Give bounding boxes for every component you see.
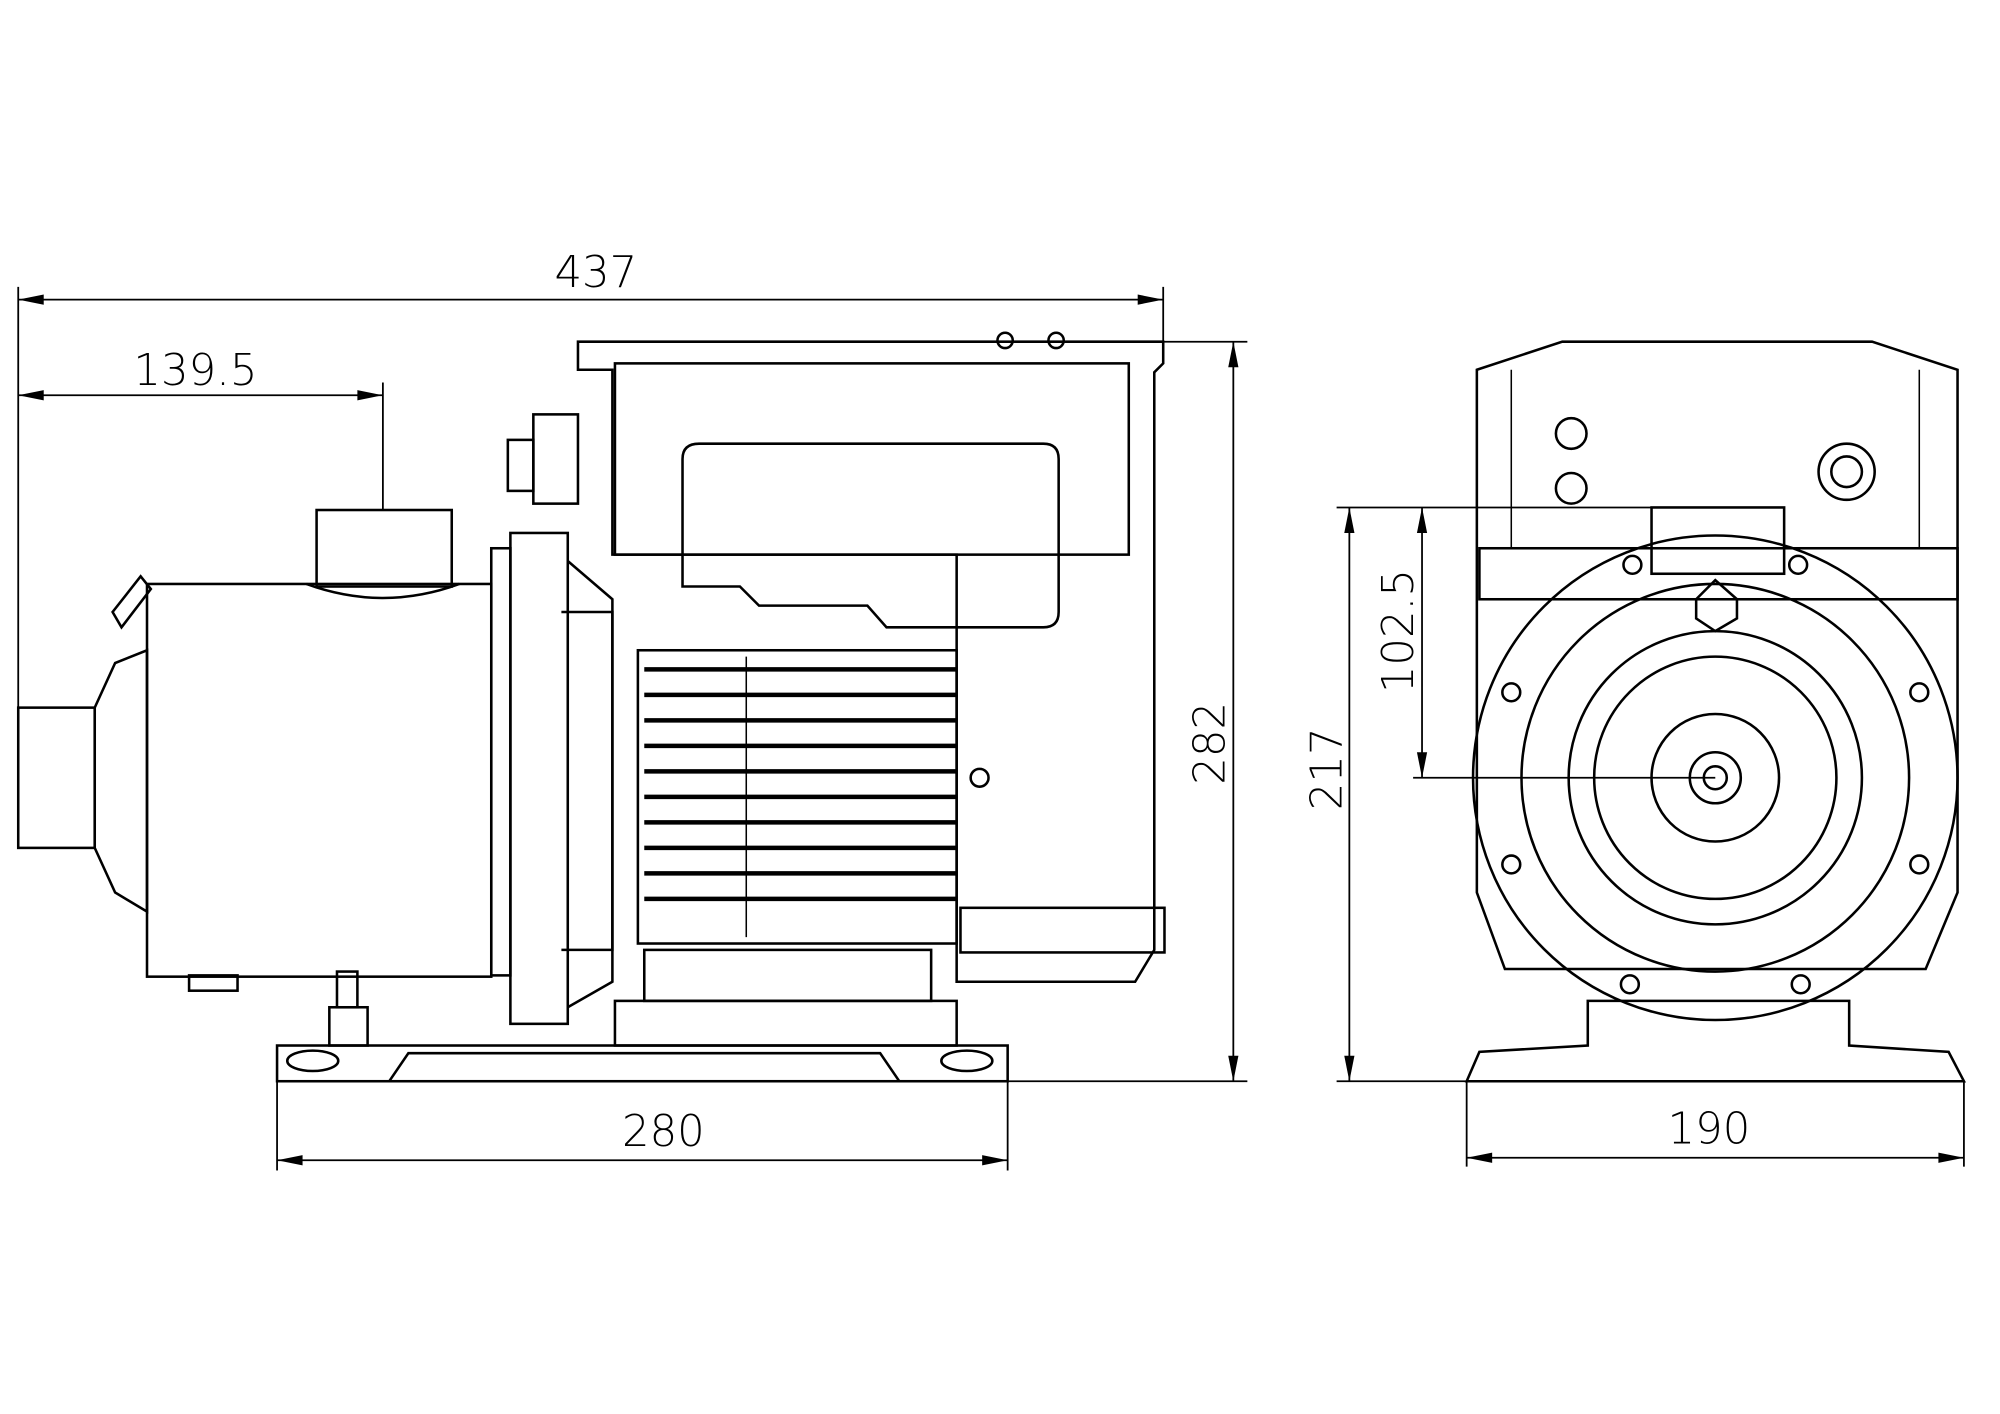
- dim-overall-length: 437: [554, 248, 637, 298]
- dim-base-width: 190: [1668, 1105, 1751, 1155]
- cooling-fins: [644, 656, 957, 938]
- flange-bolts: [1501, 554, 1930, 995]
- dim-overall-height: 282: [1185, 702, 1235, 785]
- front-view: [1464, 340, 1967, 1083]
- dimensions: 437 139.5 282 280 217 102.5 190: [17, 248, 1965, 1171]
- dim-shaft-height: 217: [1303, 727, 1353, 810]
- dim-top-to-shaft: 102.5: [1374, 569, 1424, 693]
- dim-inlet-offset: 139.5: [133, 346, 257, 396]
- side-view: [16, 331, 1166, 1083]
- dim-base-length: 280: [622, 1107, 705, 1157]
